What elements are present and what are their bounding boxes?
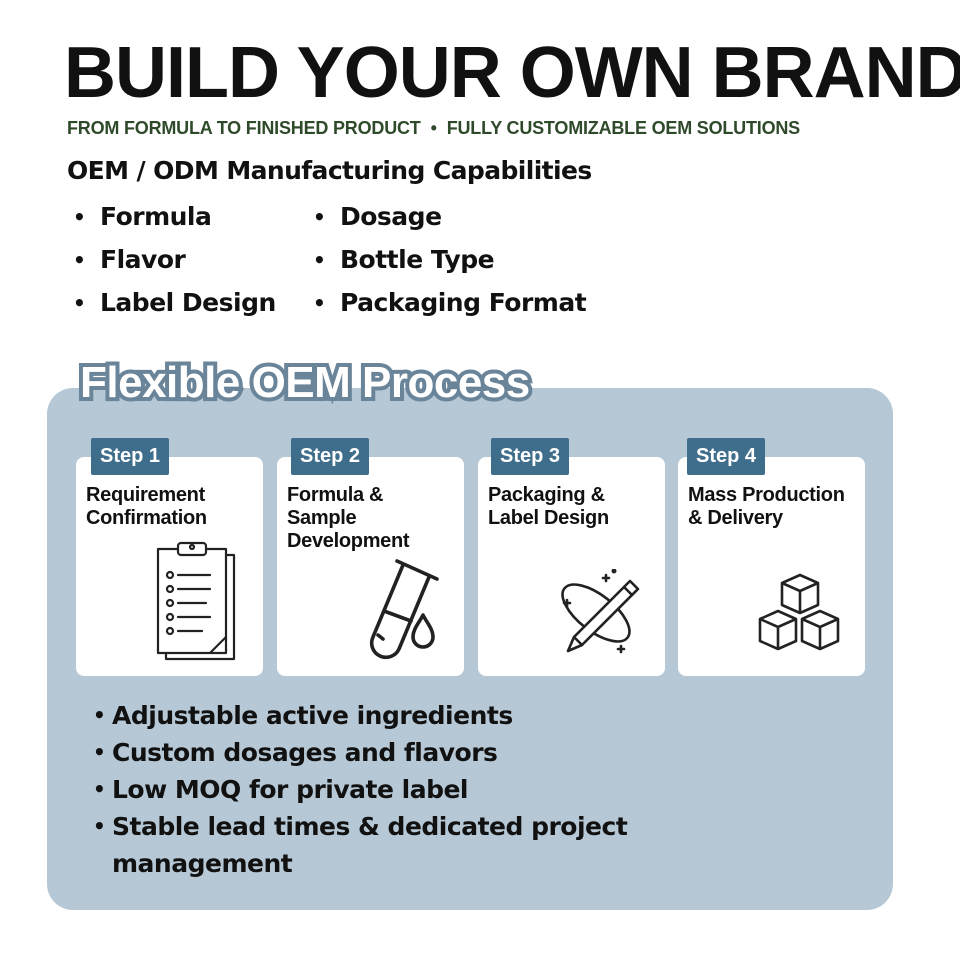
benefit-item: Low MOQ for private label [92,771,652,808]
subtitle: FROM FORMULA TO FINISHED PRODUCT • FULLY C… [67,118,800,139]
step-title: Requirement Confirmation [86,484,207,529]
benefit-item: Adjustable active ingredients [92,697,652,734]
capabilities-heading: OEM / ODM Manufacturing Capabilities [67,156,592,185]
test-tube-icon [369,559,439,660]
step-card-3: Packaging & Label Design [478,457,665,676]
step-title: Formula & Sample Development [287,484,410,552]
benefit-item: Stable lead times & dedicated project ma… [92,808,652,882]
clipboard-checklist-icon [156,541,236,661]
boxes-icon [758,573,840,651]
step-title: Mass Production & Delivery [688,484,845,529]
subtitle-right: FULLY CUSTOMIZABLE OEM SOLUTIONS [446,118,800,138]
capability-item: Flavor [67,241,276,284]
capability-item: Label Design [67,284,276,327]
subtitle-left: FROM FORMULA TO FINISHED PRODUCT [67,118,421,138]
process-title: Flexible OEM Process [76,354,534,411]
step-badge-1: Step 1 [91,438,170,475]
pencil-design-icon [561,569,640,654]
step-card-1: Requirement Confirmation [76,457,263,676]
capability-item: Bottle Type [307,241,586,284]
capability-item: Packaging Format [307,284,587,327]
step-badge-4: Step 4 [687,438,766,475]
page-title: BUILD YOUR OWN BRAND [64,33,960,113]
capability-item: Dosage [307,198,586,241]
benefit-item: Custom dosages and flavors [92,734,652,771]
step-badge-3: Step 3 [491,438,570,475]
capabilities-list-right: Dosage Bottle Type Packaging Format [307,198,587,327]
step-card-4: Mass Production & Delivery [678,457,865,676]
benefits-list: Adjustable active ingredients Custom dos… [92,697,652,882]
step-card-2: Formula & Sample Development [277,457,464,676]
subtitle-separator: • [430,118,437,138]
step-title: Packaging & Label Design [488,484,609,529]
capabilities-list-left: Formula Flavor Label Design [67,198,276,327]
step-badge-2: Step 2 [291,438,370,475]
capability-item: Formula [67,198,276,241]
